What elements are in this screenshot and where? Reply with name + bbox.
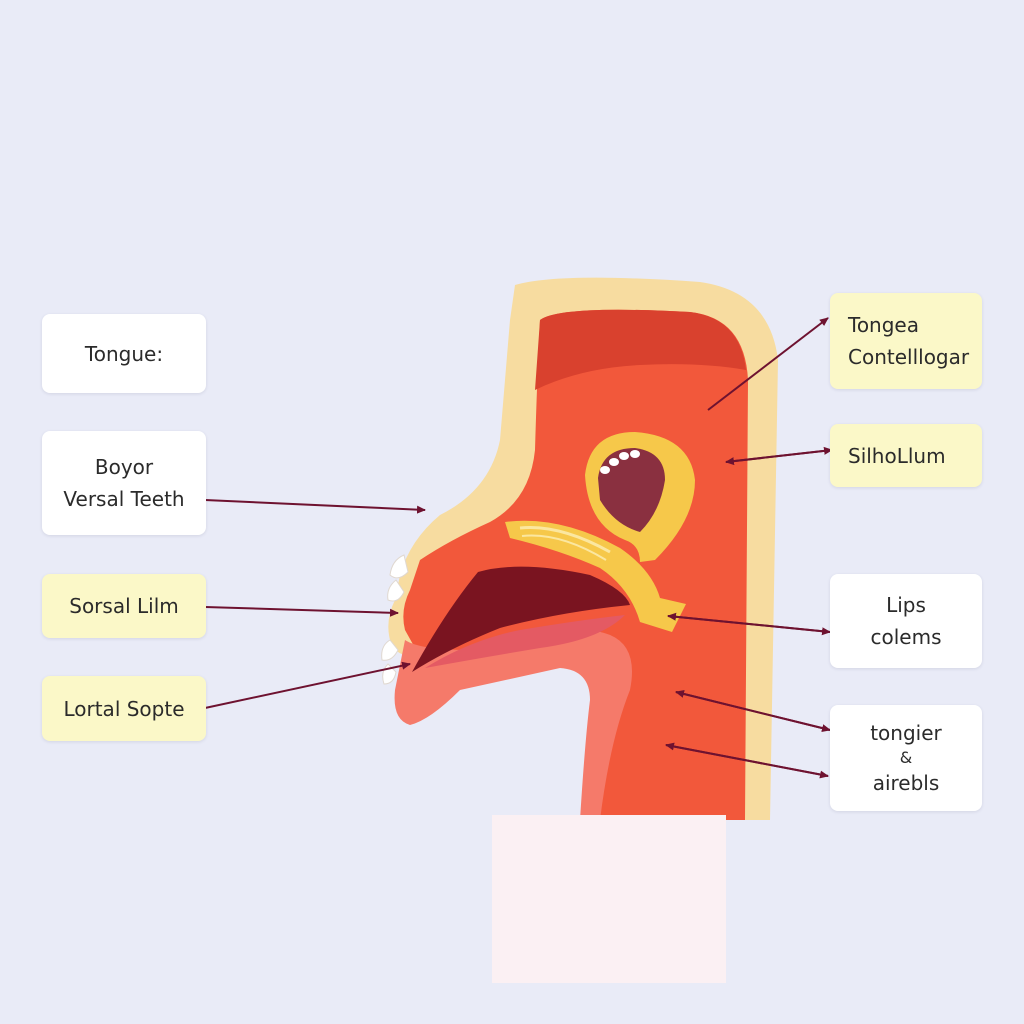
arrow-lortal-sopte <box>204 661 411 709</box>
arrow-versal-teeth <box>204 499 426 514</box>
label-ampersand-text: & <box>899 748 913 768</box>
arrow-lips-back <box>667 612 831 633</box>
label-colems-text: colems <box>870 625 942 649</box>
label-lips-colems: Lips colems <box>830 574 982 668</box>
label-silholum-text: SilhoLlum <box>848 443 946 468</box>
neck-base <box>492 815 726 983</box>
label-lortal-sopte: Lortal Sopte <box>42 676 206 741</box>
arrow-tongier-1-back <box>675 690 831 731</box>
label-sorsal-lilm: Sorsal Lilm <box>42 574 206 638</box>
label-tongue: Tongue: <box>42 314 206 393</box>
label-contelllogar-text: Contelllogar <box>848 345 970 369</box>
label-tongier-text: tongier <box>870 721 942 746</box>
arrow-silholum-back <box>725 449 833 466</box>
label-airebls-text: airebls <box>872 770 940 795</box>
label-tongea-contelllogar: Tongea Contelllogar <box>830 293 982 389</box>
bone-band-inner <box>519 526 611 554</box>
label-tongier-airebls: tongier & airebls <box>830 705 982 811</box>
arrow-tongier-2-back <box>665 742 829 777</box>
lower-lip <box>394 632 632 820</box>
label-sorsal-lilm-text: Sorsal Lilm <box>69 594 179 618</box>
oval-teeth <box>600 450 640 474</box>
label-boyor-versal-teeth: Boyor Versal Teeth <box>42 431 206 535</box>
label-lortal-sopte-text: Lortal Sopte <box>63 696 185 721</box>
upper-muscle-band <box>535 309 746 390</box>
label-silholum: SilhoLlum <box>830 424 982 487</box>
oval-cavity <box>598 448 665 532</box>
oral-cavity <box>412 566 630 672</box>
tongue-surface <box>425 615 625 668</box>
label-tongue-text: Tongue: <box>84 341 164 366</box>
arrow-sorsal-lilm <box>204 606 399 617</box>
pointer-arrows <box>204 317 833 779</box>
label-lips-text: Lips <box>886 593 926 617</box>
arrow-tongea <box>707 317 829 411</box>
bone-band-inner-2 <box>521 534 607 561</box>
label-boyor-text: Boyor <box>94 455 154 479</box>
label-versal-teeth-text: Versal Teeth <box>63 487 185 511</box>
label-tongea-text: Tongea <box>848 313 919 337</box>
throat-muscle <box>403 309 748 820</box>
bone-band <box>505 520 686 632</box>
